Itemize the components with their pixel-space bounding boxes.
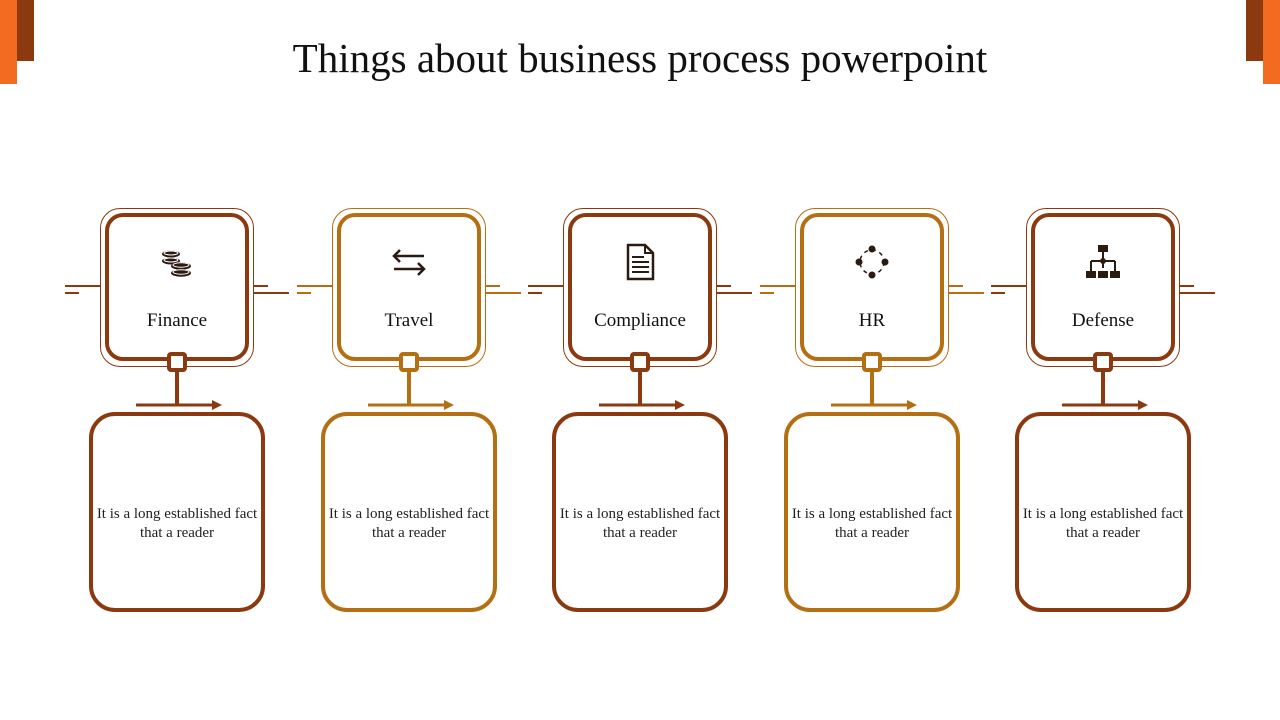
connector-line <box>65 292 79 294</box>
connector-line <box>254 285 268 287</box>
connector-line <box>297 292 311 294</box>
step-label: Travel <box>384 310 434 331</box>
description-card <box>321 412 497 612</box>
step-description: It is a long established fact that a rea… <box>1022 506 1184 541</box>
description-card <box>784 412 960 612</box>
corner-bar-right-dark <box>1246 0 1263 61</box>
connector-line <box>486 292 521 294</box>
step-description: It is a long established fact that a rea… <box>328 506 490 541</box>
connector-line <box>760 285 795 287</box>
step-description: It is a long established fact that a rea… <box>559 506 721 541</box>
connector-line <box>65 285 100 287</box>
connector-line <box>949 292 984 294</box>
process-step-travel: Travel It is a long established fact tha… <box>297 0 529 720</box>
exchange-arrows-icon <box>392 249 426 276</box>
document-icon <box>626 243 655 281</box>
process-step-finance: Finance It is a long established fact th… <box>65 0 297 720</box>
connector-line <box>486 285 500 287</box>
coins-icon <box>162 250 191 277</box>
arrow-right-icon <box>136 400 222 410</box>
connector-knob <box>399 352 419 372</box>
arrow-right-icon <box>831 400 917 410</box>
connector-stem <box>638 371 642 405</box>
process-step-compliance: Compliance It is a long established fact… <box>528 0 760 720</box>
corner-bar-left-bright <box>0 0 17 84</box>
connector-line <box>297 285 332 287</box>
icon-box[interactable] <box>337 213 481 361</box>
icon-box[interactable] <box>800 213 944 361</box>
step-label: Compliance <box>594 310 686 331</box>
process-step-defense: Defense It is a long established fact th… <box>991 0 1223 720</box>
connector-knob <box>630 352 650 372</box>
connector-stem <box>870 371 874 405</box>
icon-box[interactable] <box>105 213 249 361</box>
page-title: Things about business process powerpoint <box>292 35 988 81</box>
connector-knob <box>1093 352 1113 372</box>
description-card <box>552 412 728 612</box>
connector-line <box>1180 292 1215 294</box>
step-description: It is a long established fact that a rea… <box>791 506 953 541</box>
connector-stem <box>407 371 411 405</box>
arrow-right-icon <box>599 400 685 410</box>
step-description: It is a long established fact that a rea… <box>96 506 258 541</box>
step-label: Finance <box>146 310 208 331</box>
connector-stem <box>175 371 179 405</box>
description-card <box>1015 412 1191 612</box>
icon-box[interactable] <box>1031 213 1175 361</box>
icon-box[interactable] <box>568 213 712 361</box>
description-card <box>89 412 265 612</box>
connector-knob <box>862 352 882 372</box>
step-label: HR <box>858 310 886 331</box>
arrow-right-icon <box>368 400 454 410</box>
connector-line <box>254 292 289 294</box>
circle-nodes-icon <box>855 245 889 279</box>
connector-stem <box>1101 371 1105 405</box>
corner-bar-left-dark <box>17 0 34 61</box>
process-step-hr: HR It is a long established fact that a … <box>760 0 992 720</box>
connector-line <box>949 285 963 287</box>
arrow-right-icon <box>1062 400 1148 410</box>
connector-line <box>760 292 774 294</box>
hierarchy-icon <box>1086 245 1120 278</box>
connector-line <box>991 292 1005 294</box>
corner-bar-right-bright <box>1263 0 1280 84</box>
connector-knob <box>167 352 187 372</box>
connector-line <box>717 292 752 294</box>
connector-line <box>717 285 731 287</box>
connector-line <box>528 292 542 294</box>
step-label: Defense <box>1071 310 1135 331</box>
connector-line <box>1180 285 1194 287</box>
connector-line <box>528 285 563 287</box>
connector-line <box>991 285 1026 287</box>
